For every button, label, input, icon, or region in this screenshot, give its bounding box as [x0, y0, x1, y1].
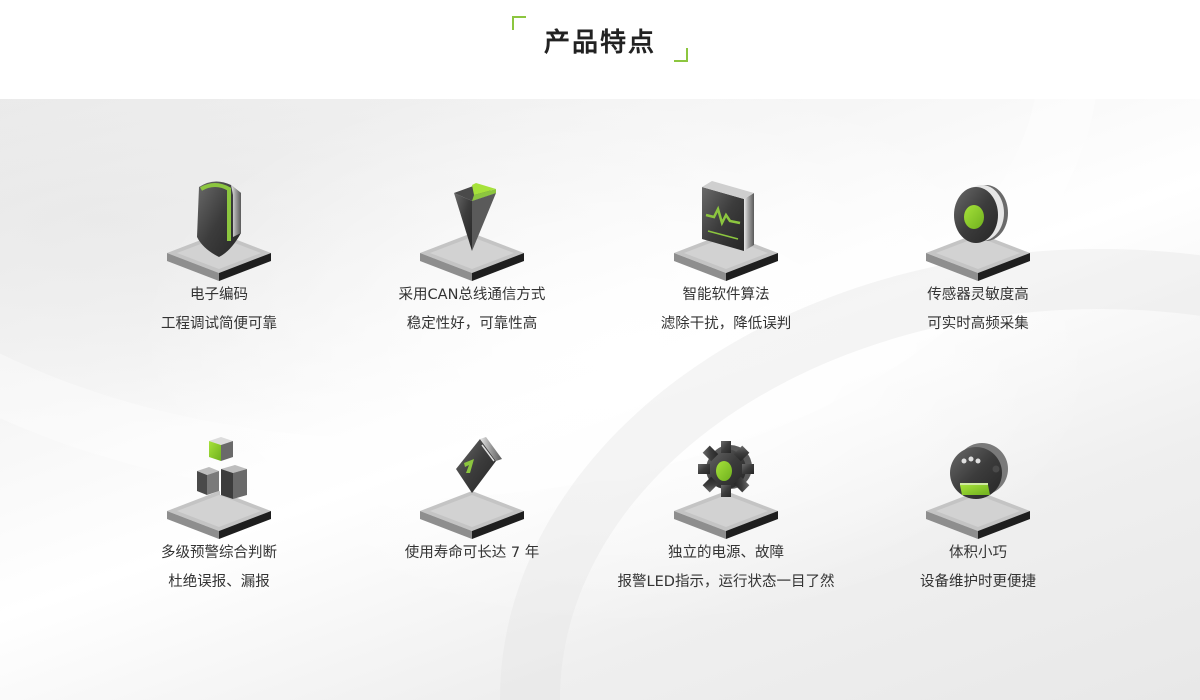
feature-card-compact-size: 体积小巧 设备维护时更便捷: [848, 429, 1108, 597]
feature-title: 采用CAN总线通信方式: [398, 287, 546, 303]
feature-title: 智能软件算法: [682, 287, 770, 303]
features-section: 电子编码 工程调试简便可靠 采用CAN总线通信方式 稳定性好，可靠性高: [0, 99, 1200, 700]
header-band: 产品特点: [0, 0, 1200, 99]
feature-desc: 工程调试简便可靠: [161, 316, 277, 332]
cube-network-icon: [159, 429, 279, 539]
feature-title: 独立的电源、故障: [668, 545, 784, 561]
feature-title: 体积小巧: [949, 545, 1007, 561]
feature-desc: 报警LED指示，运行状态一目了然: [617, 574, 835, 590]
feature-card-lifespan: 使用寿命可长达 7 年: [342, 429, 602, 568]
gear-icon: [666, 429, 786, 539]
feature-card-sensor-sensitivity: 传感器灵敏度高 可实时高频采集: [848, 171, 1108, 339]
feature-title: 多级预警综合判断: [161, 545, 277, 561]
feature-card-multi-level-alarm: 多级预警综合判断 杜绝误报、漏报: [89, 429, 349, 597]
page-title: 产品特点: [543, 28, 656, 58]
feature-title: 传感器灵敏度高: [927, 287, 1029, 303]
feature-card-independent-power: 独立的电源、故障 报警LED指示，运行状态一目了然: [596, 429, 856, 597]
corner-bracket-top-left: [512, 16, 526, 30]
feature-desc: 稳定性好，可靠性高: [406, 316, 538, 332]
compact-device-icon: [918, 429, 1038, 539]
corner-bracket-bottom-right: [674, 48, 688, 62]
feature-card-can-bus: 采用CAN总线通信方式 稳定性好，可靠性高: [342, 171, 602, 339]
feature-title: 使用寿命可长达 7 年: [404, 545, 540, 561]
feature-desc: 设备维护时更便捷: [920, 574, 1036, 590]
feature-desc: 滤除干扰，降低误判: [660, 316, 792, 332]
book-seven-icon: [412, 429, 532, 539]
feature-card-smart-algorithm: 智能软件算法 滤除干扰，降低误判: [596, 171, 856, 339]
inverted-pyramid-icon: [412, 171, 532, 281]
waveform-monitor-icon: [666, 171, 786, 281]
shield-icon: [159, 171, 279, 281]
title-frame: 产品特点: [512, 16, 688, 62]
feature-title: 电子编码: [190, 287, 248, 303]
feature-desc: 可实时高频采集: [927, 316, 1029, 332]
feature-card-electronic-coding: 电子编码 工程调试简便可靠: [89, 171, 349, 339]
sensor-disc-icon: [918, 171, 1038, 281]
feature-desc: 杜绝误报、漏报: [168, 574, 270, 590]
